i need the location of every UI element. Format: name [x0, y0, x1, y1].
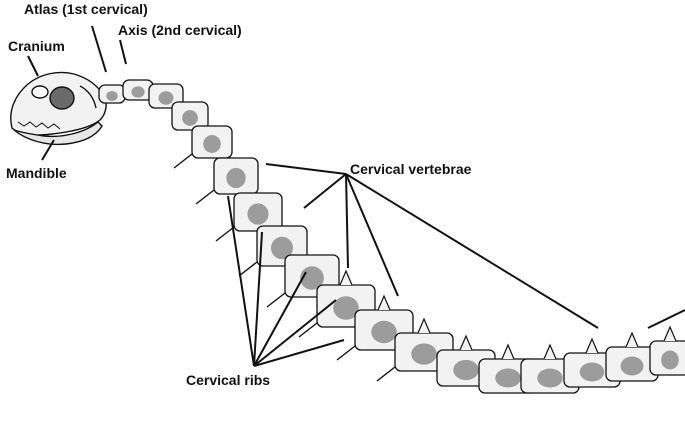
neural-spine: [663, 325, 677, 342]
leader-ribs-5: [253, 339, 345, 367]
vertebra-shading: [495, 368, 521, 388]
vertebra-shading: [226, 167, 246, 189]
neural-spine: [625, 331, 639, 348]
cervical-rib: [266, 292, 286, 308]
neural-spine: [417, 317, 431, 334]
leader-cranium: [27, 55, 39, 77]
vertebra-shading: [579, 362, 605, 382]
vertebra-shading: [333, 296, 359, 320]
leader-vertebrae-5: [345, 173, 599, 329]
cervical-rib: [238, 261, 258, 277]
vertebra-shading: [131, 86, 145, 98]
leader-vertebrae-4: [345, 173, 399, 297]
vertebra-shading: [247, 203, 269, 225]
cervical-rib: [336, 345, 356, 361]
neural-spine: [501, 343, 515, 360]
vertebra-shading: [371, 320, 397, 344]
neck-vertebrae: [98, 79, 685, 394]
label-cervical-ribs: Cervical ribs: [186, 372, 271, 388]
label-cervical-vertebrae: Cervical vertebrae: [350, 161, 472, 177]
leader-vertebrae-1: [265, 163, 347, 175]
vertebra-shading: [106, 90, 118, 102]
label-atlas: Atlas (1st cervical): [24, 1, 148, 17]
leader-vertebrae-2: [303, 173, 347, 209]
cervical-rib: [215, 226, 235, 242]
vertebra-shading: [537, 368, 563, 388]
label-cranium: Cranium: [8, 38, 65, 54]
vertebra-shading: [182, 110, 198, 126]
vertebra-shading: [203, 135, 221, 153]
vertebra-shading: [158, 91, 174, 105]
mandible-shape: [13, 121, 103, 146]
vertebra-shading: [661, 350, 679, 370]
leader-ribs-3: [253, 271, 307, 367]
cervical-rib: [298, 322, 318, 338]
label-axis: Axis (2nd cervical): [118, 22, 242, 38]
orbit: [49, 86, 75, 110]
leader-lines: [27, 25, 685, 367]
neural-spine: [339, 269, 353, 286]
leader-vertebrae-3: [345, 173, 349, 269]
vertebra-shading: [620, 356, 644, 376]
leader-mandible: [41, 139, 55, 161]
leader-atlas: [91, 25, 107, 73]
leader-ribs-1: [227, 195, 255, 367]
skull: [10, 71, 107, 146]
leader-ribs-4: [253, 299, 337, 367]
vertebra-shading: [411, 343, 437, 365]
cervical-rib: [195, 189, 215, 205]
neural-spine: [459, 334, 473, 351]
neural-spine: [585, 337, 599, 354]
neural-spine: [377, 294, 391, 311]
label-mandible: Mandible: [6, 165, 67, 181]
cervical-rib: [376, 366, 396, 382]
vertebra-shading: [453, 359, 479, 381]
vertebra-shading: [271, 236, 293, 260]
leader-spine-end: [647, 309, 685, 329]
leader-ribs-2: [253, 231, 263, 367]
cervical-rib: [173, 153, 193, 169]
neural-spine: [543, 343, 557, 360]
leader-axis: [119, 39, 127, 65]
